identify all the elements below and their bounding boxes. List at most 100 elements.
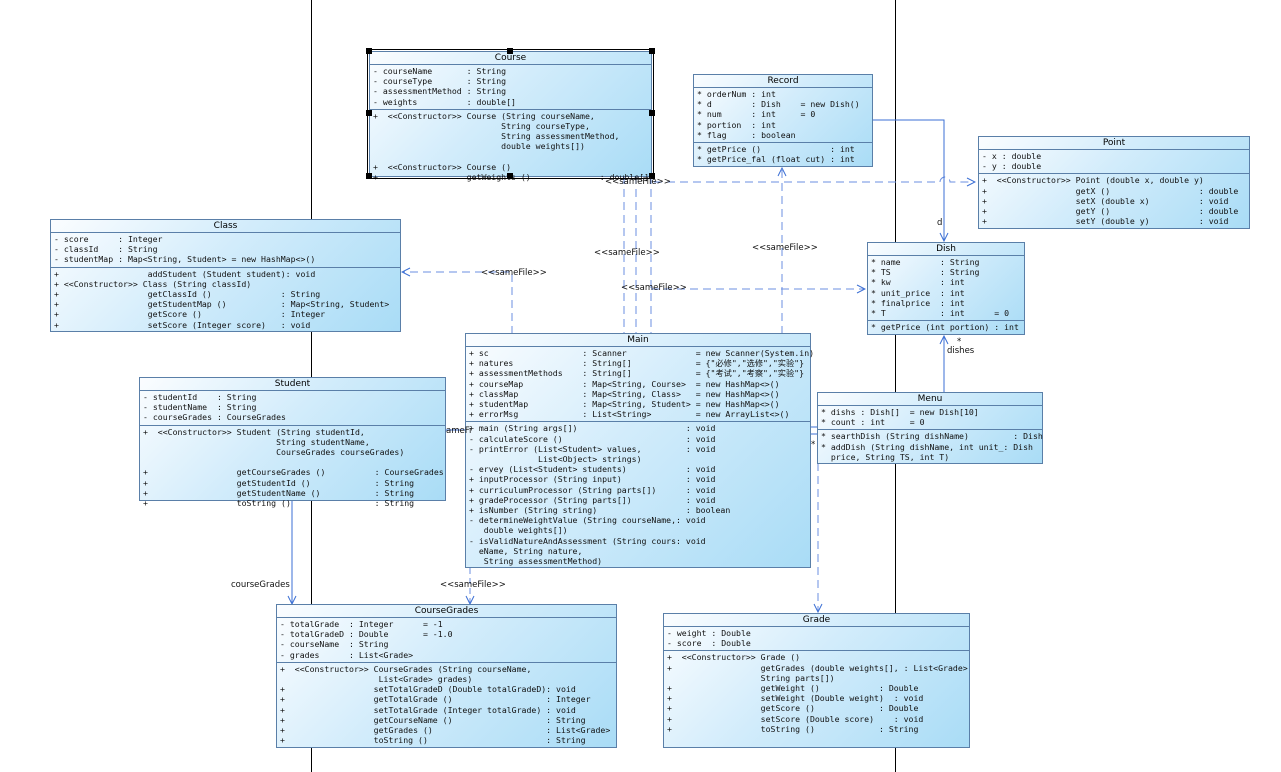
member-line[interactable]: + <<Constructor>> CourseGrades (String c… bbox=[280, 663, 532, 674]
member-line[interactable]: - determineWeightValue (String courseNam… bbox=[469, 515, 706, 526]
member-line[interactable]: - calculateScore () : void bbox=[469, 433, 716, 444]
member-line[interactable]: List<Grade> grades) bbox=[280, 674, 473, 685]
class-class[interactable]: Class - score : Integer- classId : Strin… bbox=[50, 219, 401, 332]
member-line[interactable]: + getScore () : Double bbox=[667, 703, 919, 714]
member-line[interactable]: + <<Constructor>> Grade () bbox=[667, 652, 801, 663]
class-dish[interactable]: Dish * name : String* TS : String* kw : … bbox=[867, 242, 1025, 335]
member-line[interactable]: + getX () : double bbox=[982, 185, 1239, 196]
member-line[interactable]: - courseType : String bbox=[373, 76, 507, 87]
member-line[interactable]: + getGrades (double weights[], : List<Gr… bbox=[667, 662, 968, 673]
member-line[interactable]: * T : int = 0 bbox=[871, 308, 1010, 319]
member-line[interactable]: + <<Constructor>> Student (String studen… bbox=[143, 426, 365, 437]
class-record[interactable]: Record * orderNum : int* d : Dish = new … bbox=[693, 74, 873, 167]
member-line[interactable]: + natures : String[] = {"必修","选修","实验"} bbox=[469, 358, 805, 369]
member-line[interactable]: - studentId : String bbox=[143, 392, 257, 402]
member-line[interactable]: - courseGrades : CourseGrades bbox=[143, 412, 286, 423]
class-point[interactable]: Point - x : double- y : double + <<Const… bbox=[978, 136, 1250, 229]
member-line[interactable]: String studentName, bbox=[143, 436, 370, 447]
member-line[interactable]: + getWeights () : double[] bbox=[373, 172, 650, 183]
member-line[interactable]: + toString () : String bbox=[280, 735, 586, 746]
member-line[interactable]: - totalGrade : Integer = -1 bbox=[280, 619, 443, 629]
selection-handle[interactable] bbox=[507, 173, 513, 179]
member-line[interactable]: * name : String bbox=[871, 257, 980, 267]
member-line[interactable]: + classMap : Map<String, Class> = new Ha… bbox=[469, 388, 780, 399]
member-line[interactable]: + assessmentMethods : String[] = {"考试","… bbox=[469, 368, 805, 379]
member-line[interactable]: + setScore (Integer score) : void bbox=[54, 319, 311, 330]
selection-handle[interactable] bbox=[366, 173, 372, 179]
member-line[interactable]: + getCourseGrades () : CourseGrades bbox=[143, 467, 444, 478]
member-line[interactable]: * getPrice (int portion) : int bbox=[871, 322, 1019, 333]
member-line[interactable]: eName, String nature, bbox=[469, 545, 583, 556]
member-line[interactable]: CourseGrades courseGrades) bbox=[143, 447, 405, 458]
member-line[interactable]: - grades : List<Grade> bbox=[280, 649, 414, 660]
class-grade[interactable]: Grade - weight : Double- score : Double … bbox=[663, 613, 970, 748]
class-coursegrades[interactable]: CourseGrades - totalGrade : Integer = -1… bbox=[276, 604, 617, 748]
member-line[interactable]: - courseName : String bbox=[373, 66, 507, 76]
member-line[interactable]: - weight : Double bbox=[667, 628, 751, 638]
member-line[interactable]: + getTotalGrade () : Integer bbox=[280, 694, 591, 705]
member-line[interactable]: + courseMap : Map<String, Course> = new … bbox=[469, 378, 780, 389]
member-line[interactable]: + <<Constructor>> Course () bbox=[373, 161, 512, 172]
member-line[interactable]: - y : double bbox=[982, 161, 1042, 172]
member-line[interactable]: + getStudentName () : String bbox=[143, 487, 415, 498]
member-line[interactable]: + setTotalGradeD (Double totalGradeD): v… bbox=[280, 684, 576, 695]
member-line[interactable]: + setTotalGrade (Integer totalGrade) : v… bbox=[280, 704, 576, 715]
member-line[interactable]: + getY () : double bbox=[982, 206, 1239, 217]
member-line[interactable]: * flag : boolean bbox=[697, 129, 796, 140]
member-line[interactable]: List<Object> strings) bbox=[469, 454, 642, 465]
member-line[interactable]: * unit_price : int bbox=[871, 287, 965, 298]
member-line[interactable]: + <<Constructor>> Class (String classId) bbox=[54, 278, 252, 289]
member-line[interactable]: * getPrice () : int bbox=[697, 144, 855, 155]
member-line[interactable]: String assessmentMethod) bbox=[469, 556, 603, 567]
member-line[interactable]: + setWeight (Double weight) : void bbox=[667, 693, 924, 704]
class-course[interactable]: Course - courseName : String- courseType… bbox=[367, 49, 654, 182]
member-line[interactable]: + getCourseName () : String bbox=[280, 714, 586, 725]
member-line[interactable]: - studentMap : Map<String, Student> = ne… bbox=[54, 254, 316, 265]
member-line[interactable]: * dishs : Dish[] = new Dish[10] bbox=[821, 407, 979, 417]
member-line[interactable]: + setX (double x) : void bbox=[982, 195, 1229, 206]
member-line[interactable]: + setScore (Double score) : void bbox=[667, 713, 924, 724]
member-line[interactable]: * d : Dish = new Dish() bbox=[697, 99, 860, 110]
member-line[interactable]: + getStudentId () : String bbox=[143, 477, 415, 488]
member-line[interactable]: * portion : int bbox=[697, 119, 776, 130]
member-line[interactable]: - score : Integer bbox=[54, 234, 163, 244]
class-student[interactable]: Student - studentId : String- studentNam… bbox=[139, 377, 446, 508]
member-line[interactable] bbox=[143, 457, 443, 467]
selection-handle[interactable] bbox=[649, 173, 655, 179]
member-line[interactable]: + studentMap : Map<String, Student> = ne… bbox=[469, 399, 780, 410]
member-line[interactable]: double weights[]) bbox=[469, 525, 568, 536]
member-line[interactable]: + sc : Scanner = new Scanner(System.in) bbox=[469, 348, 815, 358]
member-line[interactable]: + <<Constructor>> Course (String courseN… bbox=[373, 110, 595, 121]
member-line[interactable]: * num : int = 0 bbox=[697, 109, 816, 120]
member-line[interactable]: String courseType, bbox=[373, 121, 590, 132]
member-line[interactable]: + main (String args[]) : void bbox=[469, 423, 716, 434]
member-line[interactable]: - assessmentMethod : String bbox=[373, 86, 507, 97]
member-line[interactable]: + toString () : String bbox=[143, 498, 415, 509]
member-line[interactable]: * searthDish (String dishName) : Dish bbox=[821, 431, 1043, 442]
member-line[interactable]: - printError (List<Student> values, : vo… bbox=[469, 443, 716, 454]
member-line[interactable]: + isNumber (String string) : boolean bbox=[469, 505, 731, 516]
selection-handle[interactable] bbox=[507, 48, 513, 54]
member-line[interactable]: - courseName : String bbox=[280, 639, 389, 650]
member-line[interactable]: + gradeProcessor (String parts[]) : void bbox=[469, 494, 716, 505]
member-line[interactable]: - totalGradeD : Double = -1.0 bbox=[280, 629, 453, 640]
member-line[interactable]: + getWeight () : Double bbox=[667, 683, 919, 694]
member-line[interactable]: * TS : String bbox=[871, 267, 980, 278]
selection-handle[interactable] bbox=[649, 110, 655, 116]
member-line[interactable]: * finalprice : int bbox=[871, 297, 965, 308]
member-line[interactable]: - x : double bbox=[982, 151, 1042, 161]
member-line[interactable]: + setY (double y) : void bbox=[982, 216, 1229, 227]
member-line[interactable]: + toString () : String bbox=[667, 723, 919, 734]
selection-handle[interactable] bbox=[366, 110, 372, 116]
member-line[interactable]: + addStudent (Student student): void bbox=[54, 268, 316, 279]
member-line[interactable]: + <<Constructor>> Point (double x, doubl… bbox=[982, 175, 1204, 186]
dep-course-point[interactable] bbox=[654, 176, 975, 182]
member-line[interactable]: + curriculumProcessor (String parts[]) :… bbox=[469, 484, 716, 495]
selection-handle[interactable] bbox=[366, 48, 372, 54]
member-line[interactable]: - score : Double bbox=[667, 638, 751, 649]
assoc-record-dish[interactable] bbox=[872, 119, 944, 241]
class-main[interactable]: Main + sc : Scanner = new Scanner(System… bbox=[465, 333, 815, 568]
member-line[interactable]: * kw : int bbox=[871, 277, 965, 288]
member-line[interactable]: + getClassId () : String bbox=[54, 289, 321, 300]
member-line[interactable]: double weights[]) bbox=[373, 141, 585, 152]
